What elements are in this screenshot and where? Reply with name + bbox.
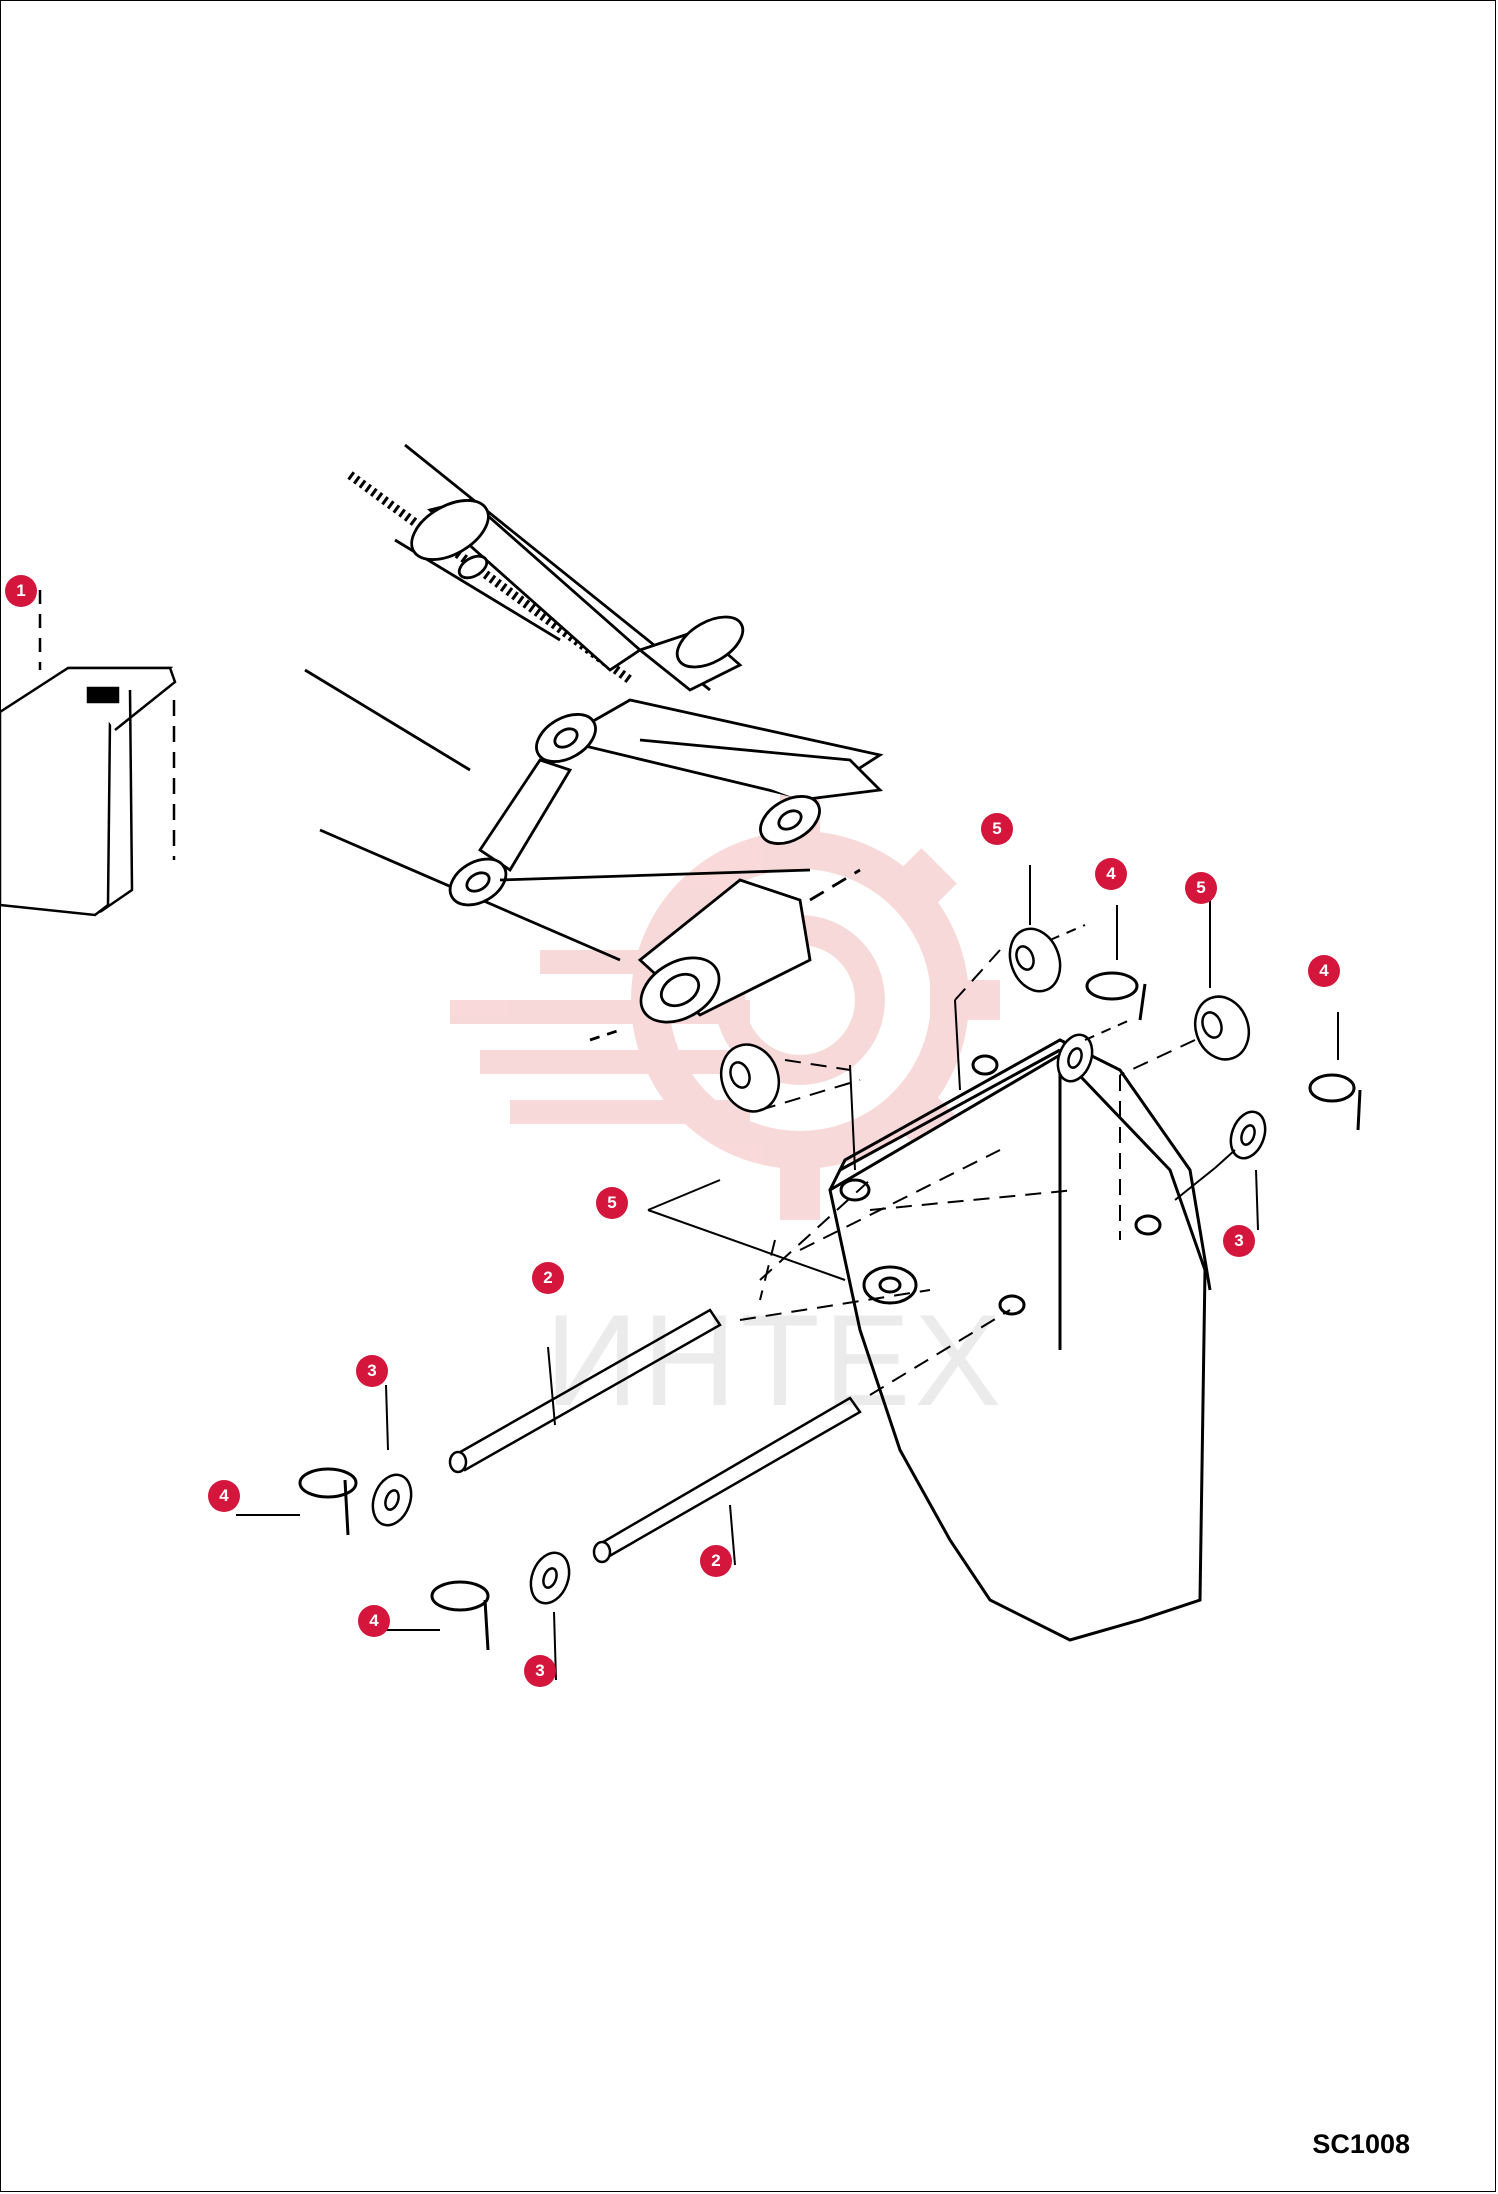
callout-5-top-left[interactable]: 5 [981, 813, 1013, 845]
clips-item-4 [298, 971, 1362, 1651]
callout-4-top[interactable]: 4 [1095, 858, 1127, 890]
washers-item-3 [371, 1033, 1267, 1605]
pins-item-2 [448, 1308, 862, 1564]
callout-3-bottom[interactable]: 3 [524, 1655, 556, 1687]
callout-5-lower[interactable]: 5 [596, 1187, 628, 1219]
callout-4-bottom[interactable]: 4 [358, 1605, 390, 1637]
callout-4-right[interactable]: 4 [1308, 955, 1340, 987]
bucket-box-item-1 [0, 590, 177, 917]
callout-2-upper[interactable]: 2 [532, 1262, 564, 1294]
callout-5-top-right[interactable]: 5 [1185, 872, 1217, 904]
callout-2-lower[interactable]: 2 [700, 1545, 732, 1577]
callout-1[interactable]: 1 [5, 575, 37, 607]
watermark-text: ИНТЕХ [545, 1287, 1006, 1433]
boom-assembly [304, 443, 884, 1042]
leader-lines [236, 865, 1339, 1681]
callout-3-right[interactable]: 3 [1223, 1225, 1255, 1257]
callout-3-left[interactable]: 3 [356, 1355, 388, 1387]
bushings-item-5 [719, 927, 1251, 1113]
callout-4-left[interactable]: 4 [208, 1480, 240, 1512]
drawing-code: SC1008 [1312, 2129, 1410, 2159]
